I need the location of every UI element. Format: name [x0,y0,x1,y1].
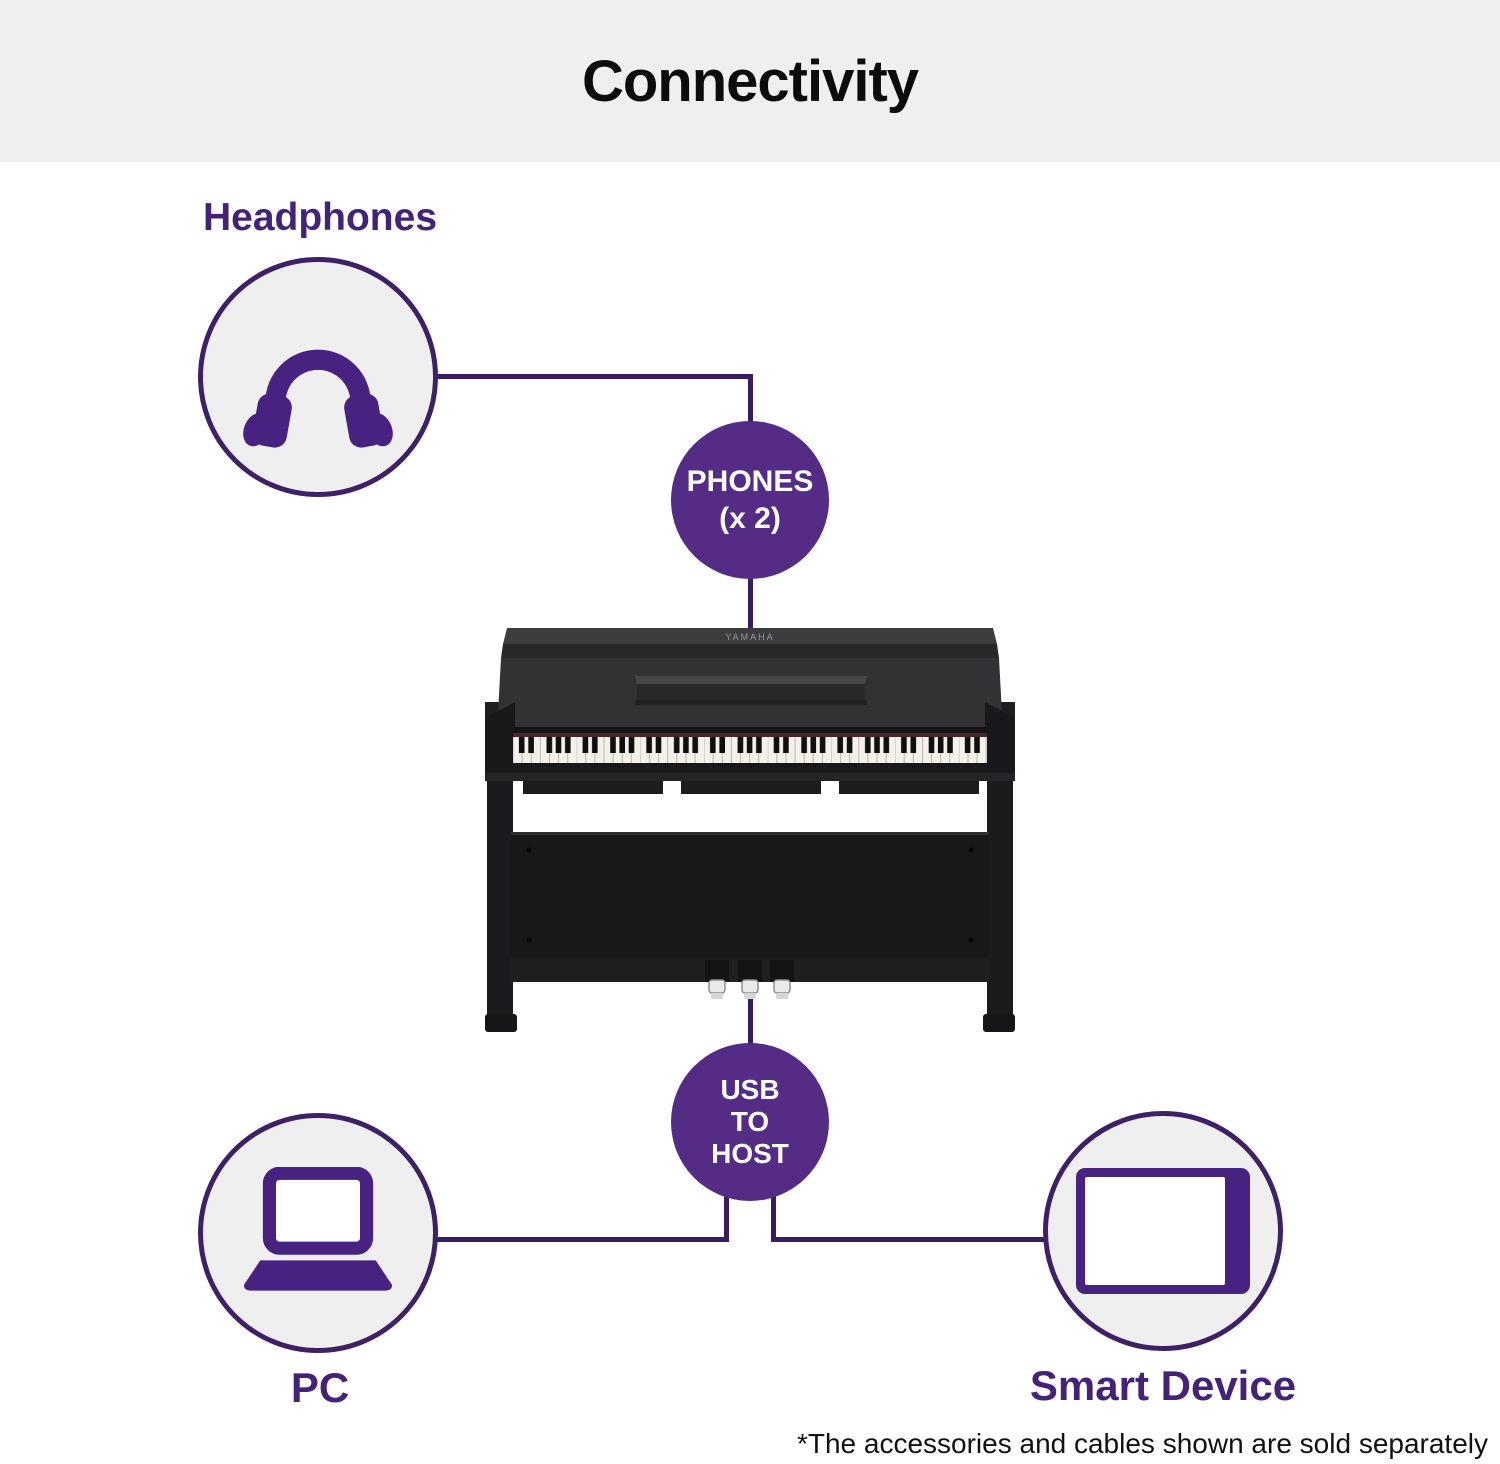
footer-note: *The accessories and cables shown are so… [796,1428,1488,1459]
piano-cheek-left [485,702,515,781]
headphones-icon [243,349,393,448]
headphones-circle [198,257,438,497]
connector-headphones-horizontal [438,374,752,379]
headphones-label: Headphones [202,196,438,239]
connector-usb-left-stub [724,1180,729,1242]
pc-circle [198,1113,438,1353]
connector-usb-right-stub [771,1180,776,1242]
piano-leg-right [983,781,1015,1032]
laptop-icon [244,1167,392,1291]
page-title: Connectivity [581,48,919,114]
smart-device-label: Smart Device [1029,1362,1297,1409]
piano-cheek-right [985,702,1015,781]
piano-lid: YAMAHA [501,628,999,658]
connector-headphones-vertical [748,374,753,426]
connector-phones-piano [748,577,753,640]
yamaha-logo: YAMAHA [725,632,774,642]
phones-jack-circle: PHONES (x 2) [671,421,829,579]
connector-usb-pc [437,1237,729,1242]
tablet-icon [1076,1168,1250,1294]
piano-music-ledge [635,676,867,705]
piano-pedals [705,960,794,999]
piano-leg-left [485,781,517,1032]
piano-toe-rail [523,781,979,794]
usb-label-line1: USB [720,1074,780,1105]
usb-label-line2: TO [730,1106,770,1137]
smart-device-circle [1043,1111,1283,1351]
usb-label-line3: HOST [711,1138,789,1169]
piano-illustration: YAMAHA [485,628,1015,1032]
piano-keyboard [485,727,1015,781]
connector-usb-smart-device [771,1237,1045,1242]
usb-to-host-circle: USB TO HOST [671,1043,829,1201]
connector-piano-usb [748,980,753,1047]
piano-kickboard [511,832,989,982]
header-band: Connectivity [0,0,1500,162]
pc-label: PC [290,1364,350,1411]
phones-jack-label-line2: (x 2) [719,502,781,535]
phones-jack-label-line1: PHONES [686,465,814,498]
